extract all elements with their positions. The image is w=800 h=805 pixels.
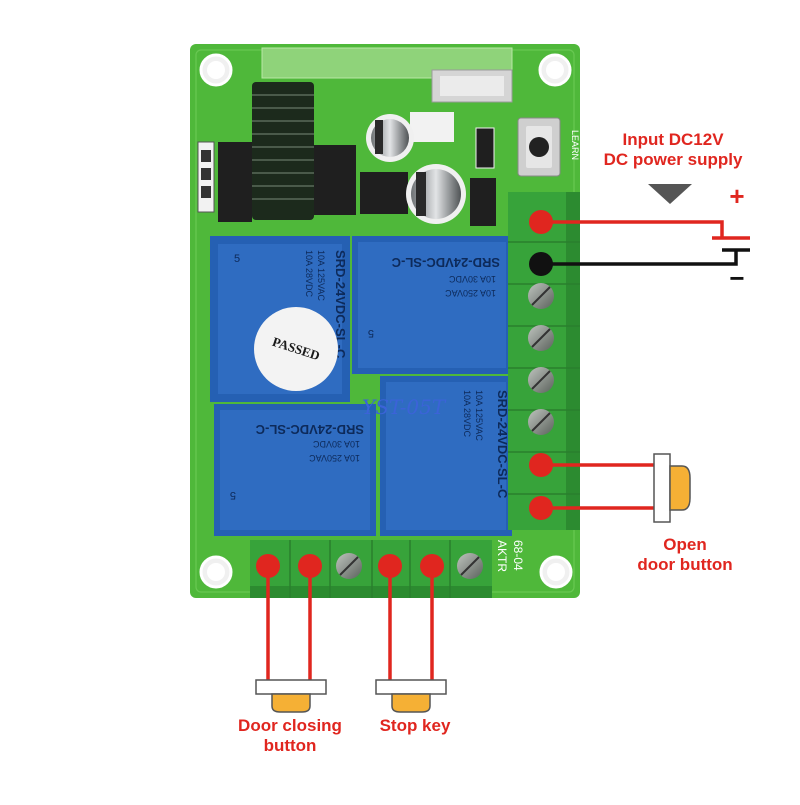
relay-2-rating-2: 10A 250VAC [445, 288, 496, 298]
input-power-line-1: Input DC12V [622, 130, 724, 149]
relay-3-pin: 5 [230, 489, 236, 501]
power-wires [541, 220, 738, 266]
stop-key-button [375, 679, 447, 713]
relay-3-model: SRD-24VDC-SL-C [255, 422, 364, 437]
input-power-line-2: DC power supply [603, 150, 743, 169]
bottom-terminal-block [250, 540, 492, 598]
relay-1-pin: 5 [234, 253, 240, 265]
down-arrow-icon [648, 184, 692, 204]
relay-1-rating-2: 10A 28VDC [304, 250, 314, 298]
large-capacitor [406, 164, 466, 224]
relay-4-rating-2: 10A 28VDC [462, 390, 472, 438]
right-terminal-block [508, 192, 580, 530]
open-door-wires [541, 463, 660, 510]
relay-2-pin: 5 [368, 327, 374, 339]
watermark: YST-05T [362, 395, 447, 419]
connection-points [256, 210, 553, 578]
open-door-button [653, 453, 691, 523]
relay-1-model: SRD-24VDC-SL-C [333, 250, 348, 359]
stop-key-label: Stop key [379, 716, 451, 735]
model-code-2: 68-04 [511, 540, 525, 571]
bottom-terminal-screws [336, 553, 483, 579]
open-door-line-2: door button [637, 555, 733, 574]
learn-button[interactable] [517, 117, 561, 177]
antenna-coil [252, 82, 314, 220]
door-closing-line-2: button [263, 736, 317, 755]
relay-1-rating-1: 10A 125VAC [316, 250, 326, 301]
relay-3: SRD-24VDC-SL-C 10A 30VDC 10A 250VAC 5 [214, 404, 376, 536]
relay-2-model: SRD-24VDC-SL-C [391, 255, 500, 270]
relay-2-rating-1: 10A 30VDC [448, 274, 496, 284]
mounting-holes [199, 53, 573, 589]
ic-chips [218, 112, 496, 226]
input-power-label: Input DC12V DC power supply [588, 130, 758, 170]
relay-2: SRD-24VDC-SL-C 10A 30VDC 10A 250VAC 5 [352, 236, 512, 374]
relay-4: SRD-24VDC-SL-C 10A 125VAC 10A 28VDC [380, 376, 512, 536]
battery-symbol [712, 236, 750, 252]
door-closing-wires [266, 566, 312, 680]
open-door-line-1: Open [663, 535, 707, 554]
small-capacitor [366, 114, 414, 162]
model-code-1: AKTR [495, 540, 509, 572]
relay-4-model: SRD-24VDC-SL-C [495, 390, 510, 499]
learn-label: LEARN [570, 130, 580, 160]
relay-3-rating-1: 10A 30VDC [312, 439, 360, 449]
open-door-label: Open door button [620, 535, 750, 575]
plus-sign: + [729, 181, 745, 211]
jumper-pins [197, 141, 215, 213]
door-closing-label: Door closing button [220, 716, 360, 756]
relay-3-rating-2: 10A 250VAC [309, 453, 360, 463]
minus-sign: − [729, 263, 745, 293]
relay-4-rating-1: 10A 125VAC [474, 390, 484, 441]
door-closing-button [255, 679, 327, 713]
stop-key-wires [388, 566, 434, 680]
door-closing-line-1: Door closing [238, 716, 342, 735]
right-terminal-screws [528, 283, 554, 435]
passed-sticker: PASSED [254, 307, 338, 391]
rf-receiver-module [261, 47, 513, 103]
